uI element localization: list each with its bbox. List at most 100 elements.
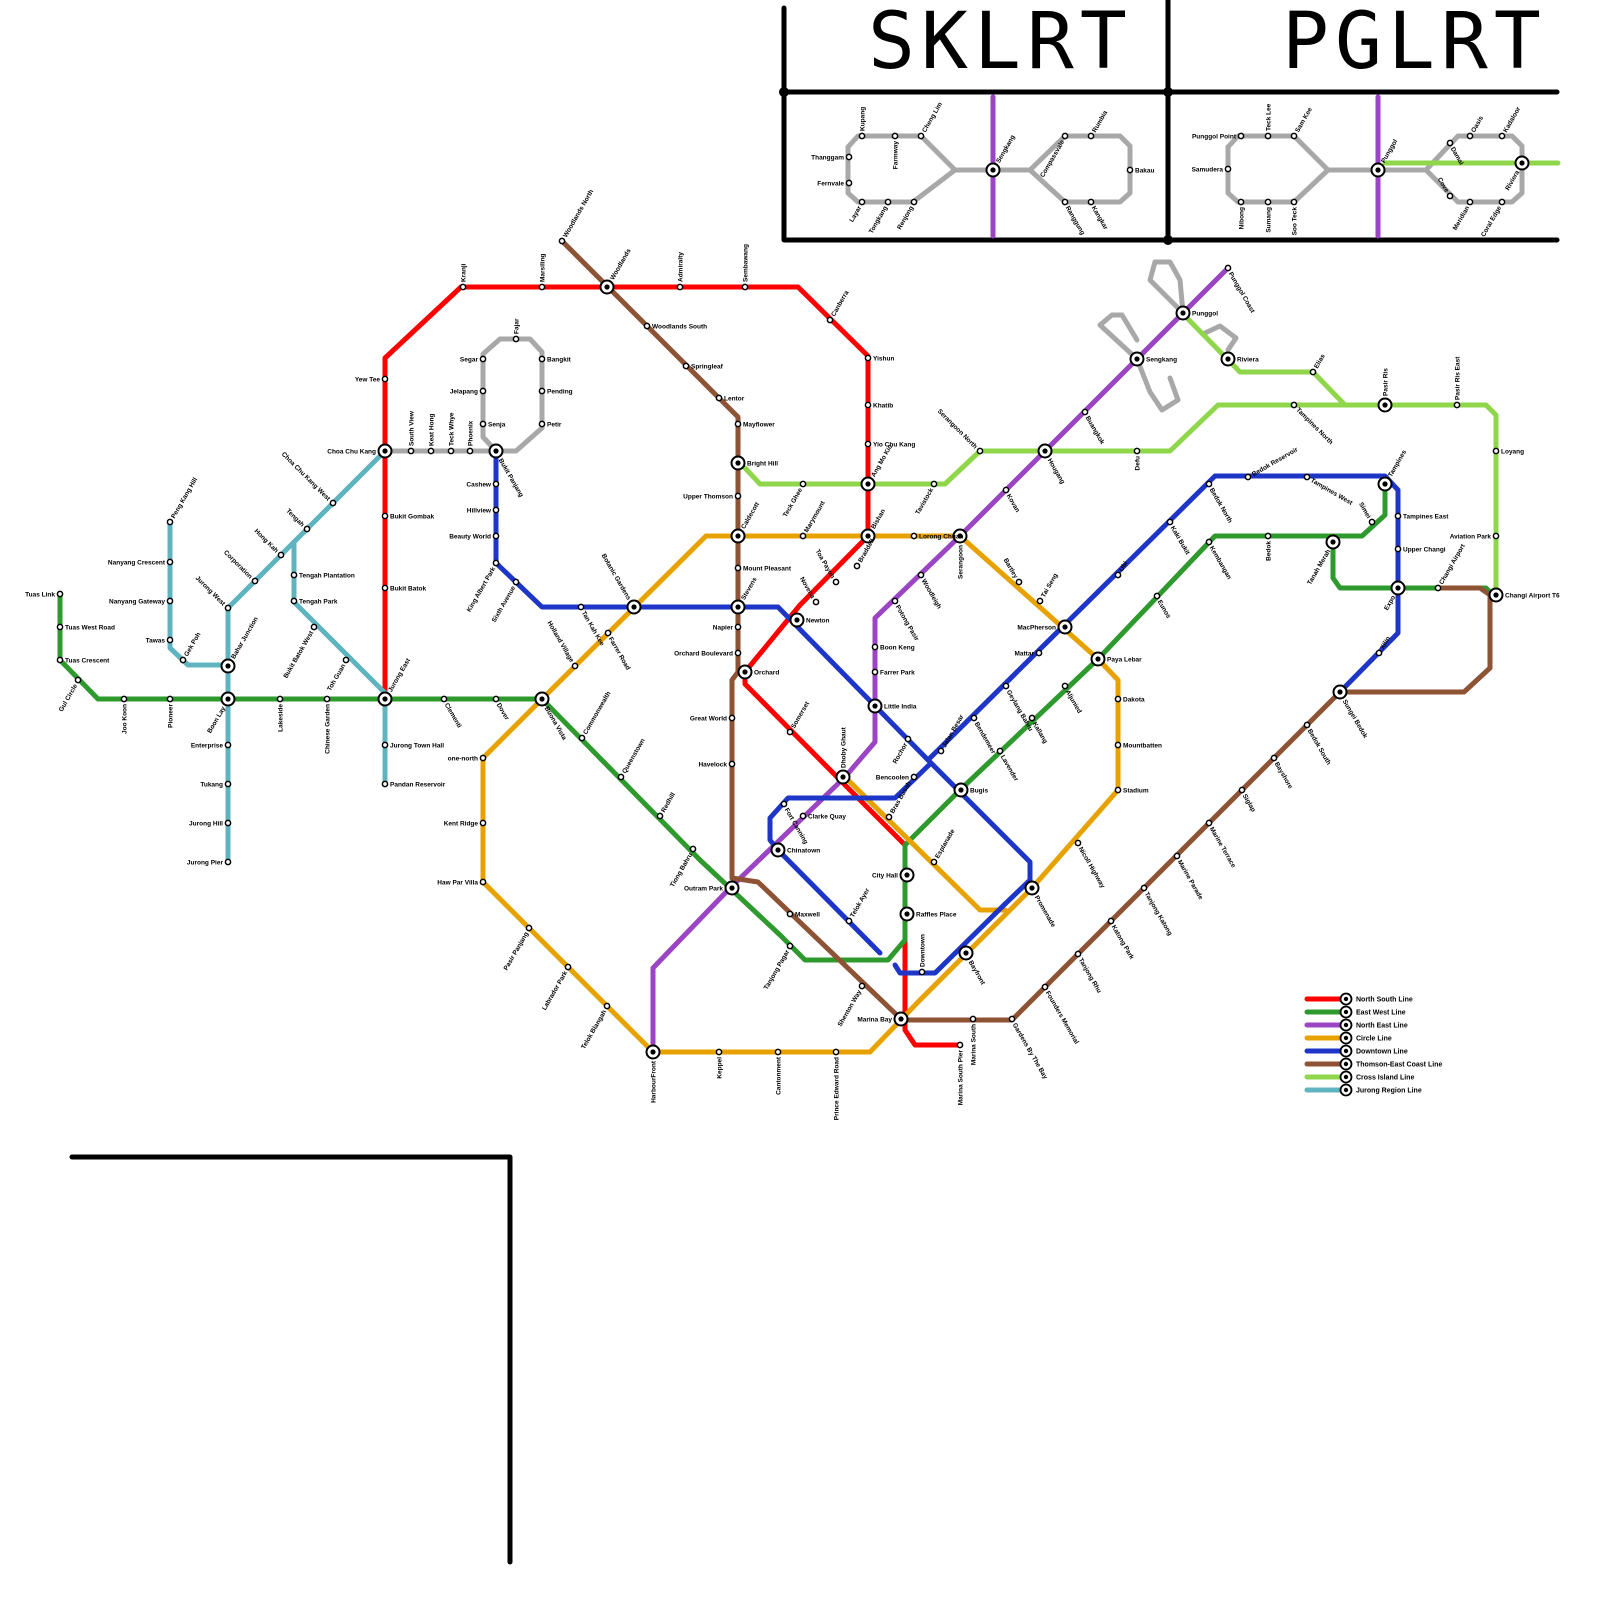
station-upper-thomson[interactable]: Upper Thomson — [683, 492, 742, 500]
station-clarke-quay[interactable]: Clarke Quay — [799, 812, 846, 820]
station-thanggam[interactable]: Thanggam — [811, 153, 853, 161]
station-nibong[interactable]: Nibong — [1237, 198, 1245, 229]
station-bencoolen[interactable]: Bencoolen — [876, 773, 918, 781]
station-marina-bay[interactable]: Marina Bay — [857, 1011, 909, 1027]
station-teck-whye[interactable]: Teck Whye — [447, 412, 455, 455]
station-cashew[interactable]: Cashew — [466, 480, 500, 488]
station-bugis[interactable]: Bugis — [953, 782, 989, 798]
station-pending[interactable]: Pending — [538, 387, 573, 395]
station-mount-pleasant[interactable]: Mount Pleasant — [734, 564, 792, 572]
station-tuas-crescent[interactable]: Tuas Crescent — [56, 656, 110, 664]
station-punggol-point[interactable]: Punggol Point — [1192, 132, 1245, 140]
station-choa-chu-kang[interactable]: Choa Chu Kang — [327, 443, 393, 459]
station-kupang[interactable]: Kupang — [858, 107, 866, 140]
station-marina-south-pier[interactable]: Marina South Pier — [956, 1041, 964, 1105]
station-mattar[interactable]: Mattar — [1014, 649, 1043, 657]
station-tuas-west-road[interactable]: Tuas West Road — [56, 623, 115, 631]
station-senja[interactable]: Senja — [479, 420, 506, 428]
station-dakota[interactable]: Dakota — [1114, 695, 1145, 703]
station-boon-keng[interactable]: Boon Keng — [871, 643, 915, 651]
station-raffles-place[interactable]: Raffles Place — [899, 906, 957, 922]
station-loyang[interactable]: Loyang — [1492, 447, 1524, 455]
station-tengah-plantation[interactable]: Tengah Plantation — [290, 571, 355, 579]
station-one-north[interactable]: one-north — [448, 754, 487, 762]
station-tuas-link[interactable]: Tuas Link — [25, 590, 64, 598]
station-bedok[interactable]: Bedok — [1264, 532, 1272, 561]
station-dhoby-ghaut[interactable]: Dhoby Ghaut — [835, 726, 851, 785]
station-jurong-hill[interactable]: Jurong Hill — [189, 819, 232, 827]
station-lorong-chuan[interactable]: Lorong Chuan — [910, 532, 963, 540]
station-kent-ridge[interactable]: Kent Ridge — [444, 819, 487, 827]
station-ubi[interactable]: Ubi — [1114, 560, 1130, 579]
station-kranji[interactable]: Kranji — [459, 263, 467, 291]
station-newton[interactable]: Newton — [789, 612, 830, 628]
station-fajar[interactable]: Fajar — [512, 318, 520, 343]
station-beauty-world[interactable]: Beauty World — [449, 532, 500, 540]
station-changi-airport-t6[interactable]: Changi Airport T6 — [1488, 587, 1561, 603]
station-harbourfront[interactable]: HarbourFront — [645, 1044, 661, 1103]
station-sengkang[interactable]: Sengkang — [1129, 351, 1178, 367]
station-marina-south[interactable]: Marina South — [969, 1015, 977, 1065]
station-tukang[interactable]: Tukang — [200, 780, 232, 788]
station-orchard-boulevard[interactable]: Orchard Boulevard — [674, 649, 742, 657]
station-nanyang-crescent[interactable]: Nanyang Crescent — [108, 558, 174, 566]
station-soo-teck[interactable]: Soo Teck — [1290, 198, 1298, 235]
station-jurong-town-hall[interactable]: Jurong Town Hall — [381, 741, 444, 749]
station-havelock[interactable]: Havelock — [698, 760, 736, 768]
station-springleaf[interactable]: Springleaf — [682, 362, 724, 370]
station-south-view[interactable]: South View — [407, 410, 415, 455]
station-keppel[interactable]: Keppel — [715, 1048, 723, 1079]
station-pandan-reservoir[interactable]: Pandan Reservoir — [381, 780, 446, 788]
station-paya-lebar[interactable]: Paya Lebar — [1090, 651, 1143, 667]
station-serangoon[interactable]: Serangoon — [952, 528, 968, 579]
station-farmway[interactable]: Farmway — [891, 132, 899, 169]
station-bukit-gombak[interactable]: Bukit Gombak — [381, 512, 434, 520]
station-orchard[interactable]: Orchard — [737, 664, 780, 680]
station-sumang[interactable]: Sumang — [1264, 198, 1272, 233]
station-maxwell[interactable]: Maxwell — [786, 910, 820, 918]
station-outram-park[interactable]: Outram Park — [684, 880, 740, 896]
station-pasir-ris-east[interactable]: Pasir Ris East — [1453, 356, 1461, 409]
station-lentor[interactable]: Lentor — [715, 394, 745, 402]
station-prince-edward-road[interactable]: Prince Edward Road — [832, 1048, 840, 1120]
station-fernvale[interactable]: Fernvale — [817, 179, 853, 187]
station-tawas[interactable]: Tawas — [146, 636, 174, 644]
station-cantonment[interactable]: Cantonment — [774, 1048, 782, 1095]
station-defu[interactable]: Defu — [1133, 447, 1141, 470]
station-jurong-pier[interactable]: Jurong Pier — [187, 858, 232, 866]
station-pasir-ris[interactable]: Pasir Ris — [1377, 368, 1393, 413]
station-chinese-garden[interactable]: Chinese Garden — [323, 695, 331, 754]
station-marsiling[interactable]: Marsiling — [538, 253, 546, 291]
station-joo-koon[interactable]: Joo Koon — [120, 695, 128, 734]
station-hillview[interactable]: Hillview — [467, 506, 500, 514]
station-aviation-park[interactable]: Aviation Park — [1450, 532, 1500, 540]
station-little-india[interactable]: Little India — [867, 698, 917, 714]
station-punggol[interactable]: Punggol — [1175, 305, 1219, 321]
station-upper-changi[interactable]: Upper Changi — [1394, 545, 1446, 553]
station-napier[interactable]: Napier — [713, 623, 742, 631]
station-mountbatten[interactable]: Mountbatten — [1114, 741, 1162, 749]
station-mayflower[interactable]: Mayflower — [734, 420, 775, 428]
station-yew-tee[interactable]: Yew Tee — [355, 375, 389, 383]
station-segar[interactable]: Segar — [460, 355, 487, 363]
station-woodlands-south[interactable]: Woodlands South — [643, 322, 707, 330]
station-teck-lee[interactable]: Teck Lee — [1264, 103, 1272, 140]
station-khatib[interactable]: Khatib — [864, 401, 893, 409]
station-admiralty[interactable]: Admiralty — [676, 252, 684, 291]
station-tampines-east[interactable]: Tampines East — [1394, 512, 1449, 520]
station-bukit-batok[interactable]: Bukit Batok — [381, 584, 427, 592]
station-farrer-park[interactable]: Farrer Park — [871, 668, 915, 676]
station-sembawang[interactable]: Sembawang — [741, 244, 749, 291]
station-bangkit[interactable]: Bangkit — [538, 355, 572, 363]
station-nanyang-gateway[interactable]: Nanyang Gateway — [109, 597, 174, 605]
station-phoenix[interactable]: Phoenix — [466, 420, 474, 455]
station-stadium[interactable]: Stadium — [1114, 786, 1149, 794]
station-bakau[interactable]: Bakau — [1126, 166, 1155, 174]
station-enterprise[interactable]: Enterprise — [191, 741, 232, 749]
station-yishun[interactable]: Yishun — [864, 354, 894, 362]
station-bright-hill[interactable]: Bright Hill — [730, 455, 779, 471]
station-great-world[interactable]: Great World — [690, 714, 736, 722]
station-yio-chu-kang[interactable]: Yio Chu Kang — [864, 440, 915, 448]
station-haw-par-villa[interactable]: Haw Par Villa — [437, 878, 487, 886]
station-pioneer[interactable]: Pioneer — [166, 695, 174, 728]
